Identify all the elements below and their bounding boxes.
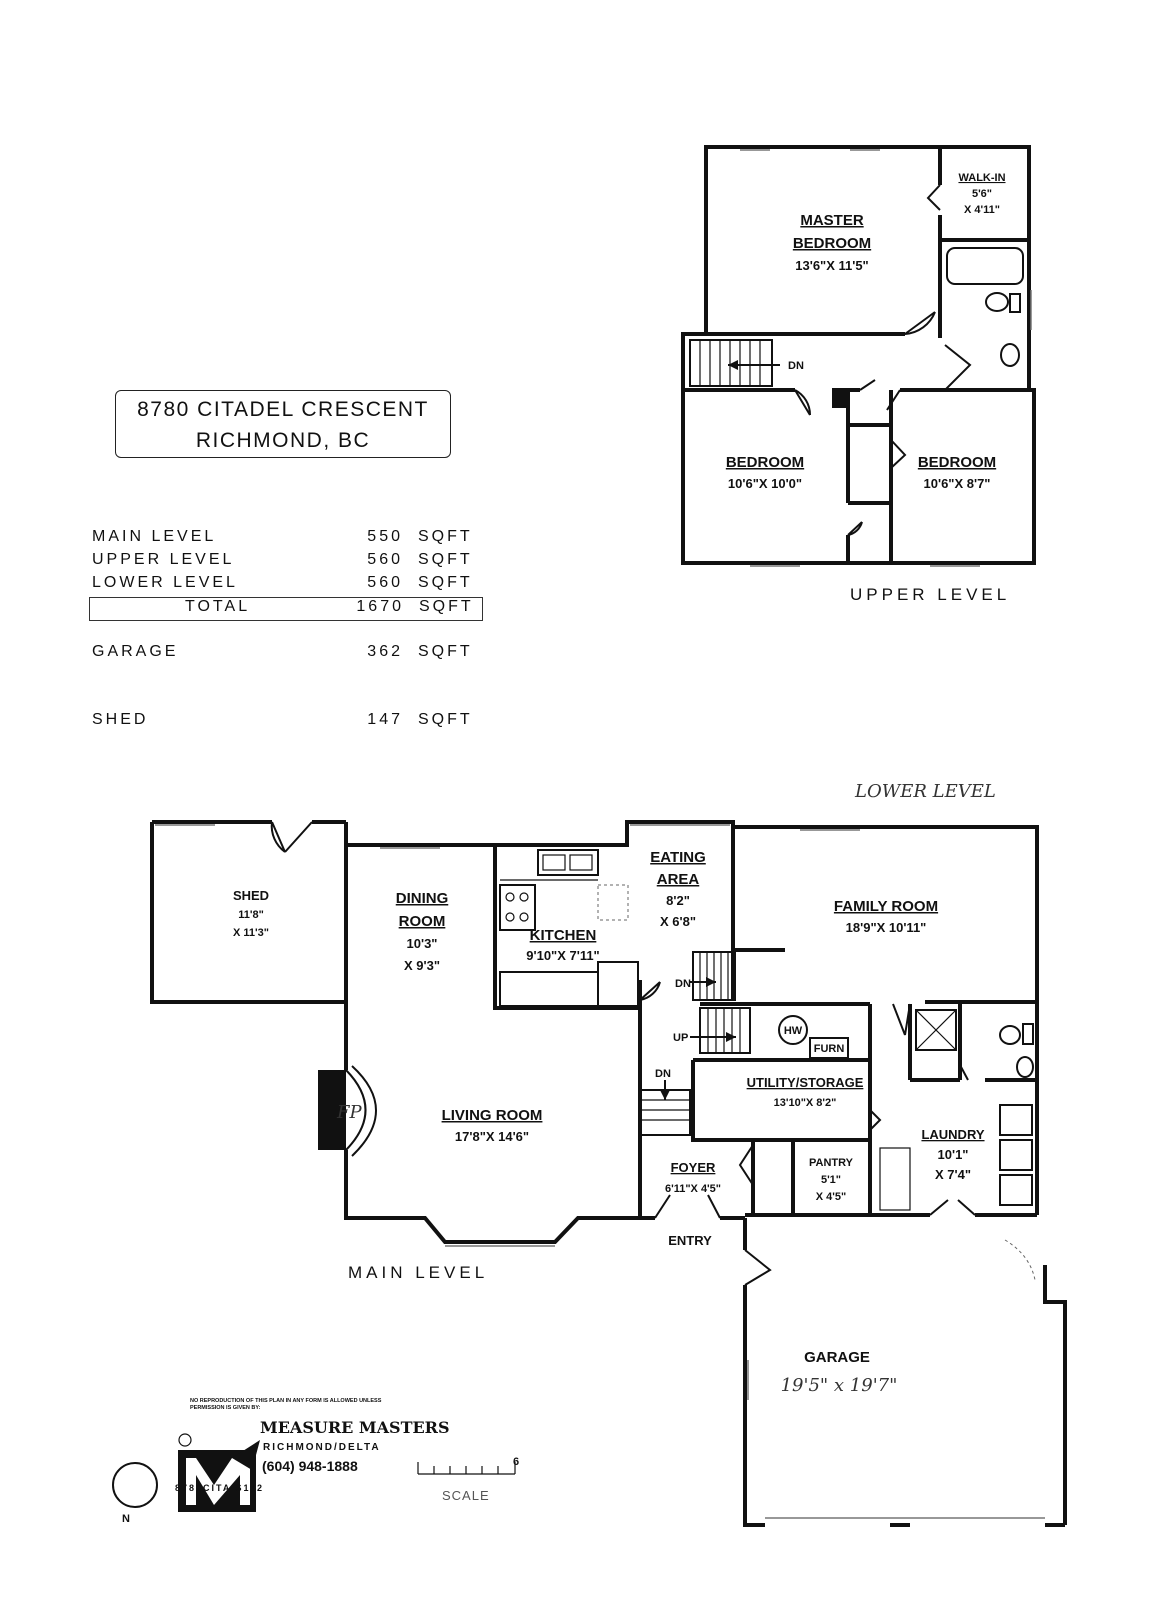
laundry-dims-1: 10'1" (938, 1147, 969, 1162)
area-row-upper: UPPER LEVEL 560 SQFT (92, 551, 473, 568)
eating-dims-2: X 6'8" (660, 914, 696, 929)
company-phone: (604) 948-1888 (262, 1458, 358, 1474)
garage-label: GARAGE (804, 1349, 870, 1366)
lower-level-handwritten: LOWER LEVEL (854, 781, 996, 802)
stairs-dn-label-1: DN (675, 978, 691, 990)
hot-water-label: HW (784, 1025, 803, 1037)
master-dims: 13'6"X 11'5" (795, 258, 868, 273)
address-box: 8780 CITADEL CRESCENT RICHMOND, BC (115, 390, 451, 458)
bedroom-right-dims: 10'6"X 8'7" (924, 476, 991, 491)
footer-graphics: N 6 SCALE (112, 1433, 519, 1525)
utility-dims: 13'10"X 8'2" (774, 1097, 837, 1109)
pantry-label: PANTRY (809, 1157, 854, 1169)
master-label-2: BEDROOM (793, 235, 871, 252)
measure-masters-logo-icon (178, 1440, 260, 1512)
dining-label-1: DINING (396, 890, 449, 907)
scale-label: SCALE (442, 1488, 490, 1503)
kitchen-label: KITCHEN (530, 927, 597, 944)
pantry-dims-1: 5'1" (821, 1174, 841, 1186)
bedroom-left-label: BEDROOM (726, 454, 804, 471)
north-label: N (122, 1513, 130, 1525)
eating-dims-1: 8'2" (666, 893, 690, 908)
kitchen-dims: 9'10"X 7'11" (526, 948, 599, 963)
walkin-label: WALK-IN (958, 172, 1005, 184)
shed-dims-1: 11'8" (238, 909, 264, 921)
master-label-1: MASTER (800, 212, 864, 229)
address-line-2: RICHMOND, BC (195, 429, 371, 452)
shed-dims-2: X 11'3" (233, 927, 269, 939)
upper-level-title: UPPER LEVEL (850, 585, 1010, 604)
dining-label-2: ROOM (399, 913, 446, 930)
upper-stairs-dn-label: DN (788, 360, 804, 372)
area-row-lower: LOWER LEVEL 560 SQFT (92, 574, 473, 591)
copyright-notice: NO REPRODUCTION OF THIS PLAN IN ANY FORM… (190, 1398, 382, 1411)
foyer-label: FOYER (671, 1160, 716, 1175)
north-arrow-icon (112, 1462, 158, 1508)
copyright-icon (178, 1433, 192, 1447)
pantry-dims-2: X 4'5" (816, 1191, 846, 1203)
walkin-dims-1: 5'6" (972, 188, 992, 200)
company-name: MEASURE MASTERS (260, 1418, 450, 1437)
eating-label-1: EATING (650, 849, 706, 866)
utility-label: UTILITY/STORAGE (747, 1075, 864, 1090)
fireplace-label: FP (336, 1102, 362, 1123)
dining-dims-2: X 9'3" (404, 958, 440, 973)
walkin-dims-2: X 4'11" (964, 204, 1000, 216)
bedroom-right-label: BEDROOM (918, 454, 996, 471)
area-row-main: MAIN LEVEL 550 SQFT (92, 528, 473, 545)
main-level-plan: FP (150, 781, 1067, 1527)
area-row-total: TOTAL 1670 SQFT (89, 597, 483, 621)
foyer-dims: 6'11"X 4'5" (665, 1183, 721, 1195)
company-location: RICHMOND/DELTA (263, 1442, 381, 1453)
furnace-label: FURN (814, 1043, 845, 1055)
family-room-label: FAMILY ROOM (834, 898, 938, 915)
stairs-dn-label-2: DN (655, 1068, 671, 1080)
eating-label-2: AREA (657, 871, 700, 888)
stairs-up-label: UP (673, 1032, 688, 1044)
main-level-title: MAIN LEVEL (348, 1263, 488, 1282)
area-row-garage: GARAGE 362 SQFT (92, 643, 473, 660)
plan-code: 8780CITA S112 (175, 1483, 265, 1493)
shed-label: SHED (233, 888, 269, 903)
dining-dims-1: 10'3" (407, 936, 438, 951)
family-room-dims: 18'9"X 10'11" (846, 920, 927, 935)
address-line-1: 8780 CITADEL CRESCENT (137, 398, 429, 421)
scale-max-label: 6 (513, 1456, 519, 1468)
bedroom-left-dims: 10'6"X 10'0" (728, 476, 802, 491)
area-row-shed: SHED 147 SQFT (92, 711, 473, 728)
living-room-dims: 17'8"X 14'6" (455, 1129, 529, 1144)
living-room-label: LIVING ROOM (442, 1107, 543, 1124)
laundry-dims-2: X 7'4" (935, 1167, 971, 1182)
laundry-label: LAUNDRY (921, 1127, 984, 1142)
upper-level-plan: DN MASTER BEDROOM 13'6"X 11'5" WALK-IN 5… (681, 145, 1036, 604)
garage-dims-handwritten: 19'5" x 19'7" (781, 1375, 898, 1396)
scale-bar-icon (417, 1462, 516, 1475)
entry-label: ENTRY (668, 1233, 712, 1248)
area-summary: MAIN LEVEL 550 SQFT UPPER LEVEL 560 SQFT… (89, 528, 483, 734)
